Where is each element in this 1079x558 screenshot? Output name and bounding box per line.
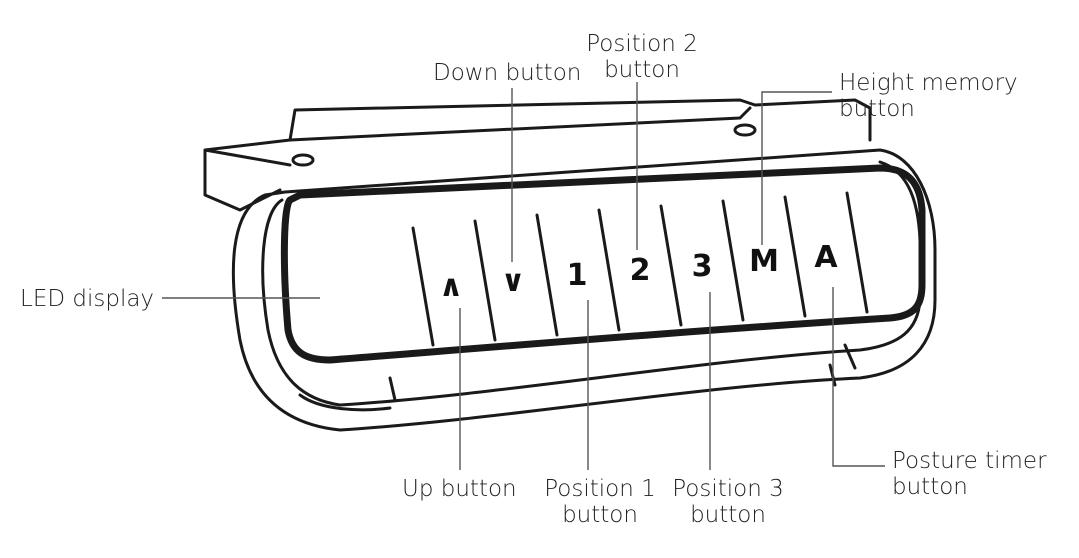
mounting-bracket — [203, 98, 872, 212]
housing-rim — [261, 160, 922, 407]
leader-posture-timer — [832, 287, 885, 467]
label-position-3: Position 3 button — [666, 476, 790, 528]
label-position-2-line2: button — [604, 57, 680, 83]
label-height-memory-line1: Height memory — [839, 70, 1018, 96]
key-1-label: 1 — [567, 258, 588, 293]
label-position-3-line1: Position 3 — [672, 476, 784, 502]
bracket-screw-hole-right — [733, 123, 757, 137]
label-height-memory-line2: button — [839, 96, 915, 122]
bracket-screw-hole-left — [291, 153, 315, 167]
key-a-label: A — [814, 240, 838, 275]
label-posture-timer: Posture timer button — [892, 448, 1047, 500]
panel-border — [280, 164, 926, 364]
down-arrow-icon: ∨ — [501, 264, 525, 299]
key-m-label: M — [749, 244, 779, 279]
label-height-memory: Height memory button — [839, 70, 1018, 122]
up-arrow-icon: ∧ — [439, 269, 463, 304]
label-position-1-line1: Position 1 — [544, 476, 656, 502]
bracket-top-edge — [288, 106, 752, 142]
label-position-2-line1: Position 2 — [586, 31, 698, 57]
label-down-button: Down button — [433, 60, 582, 86]
label-position-3-line2: button — [690, 502, 766, 528]
key-3-label: 3 — [692, 249, 713, 284]
key-separators — [411, 191, 869, 347]
label-position-2: Position 2 button — [582, 31, 702, 83]
leader-lines — [162, 82, 885, 470]
label-up-button: Up button — [402, 476, 517, 502]
housing-outer — [231, 148, 937, 432]
housing-lower-lip — [298, 343, 857, 412]
leader-height-memory — [761, 91, 832, 245]
label-posture-timer-line2: button — [892, 474, 968, 500]
label-position-1-line2: button — [562, 502, 638, 528]
key-2-label: 2 — [630, 253, 651, 288]
label-position-1: Position 1 button — [540, 476, 660, 528]
label-led-display: LED display — [20, 286, 155, 312]
label-posture-timer-line1: Posture timer — [892, 448, 1047, 474]
